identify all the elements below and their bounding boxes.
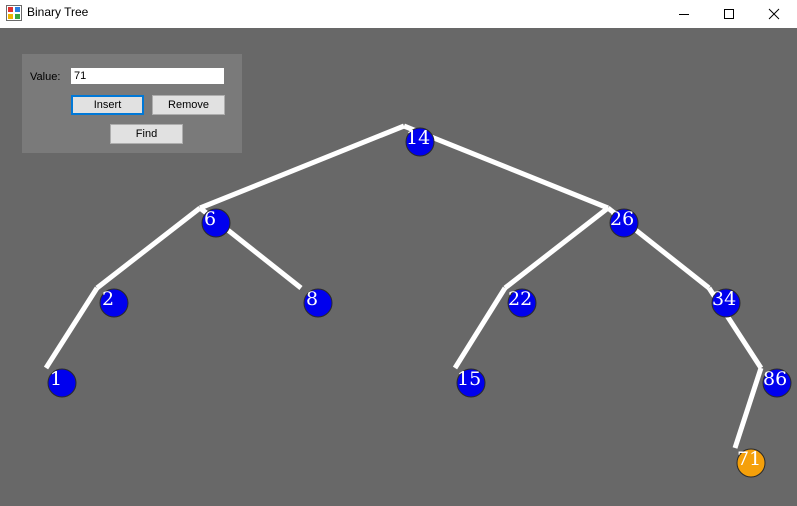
node-circle [609, 208, 639, 238]
node-label: 2 [102, 288, 114, 310]
node-circle [507, 288, 537, 318]
maximize-button[interactable] [706, 0, 752, 27]
find-button[interactable]: Find [110, 124, 183, 144]
tree-edge [95, 206, 202, 290]
node-circle [99, 288, 129, 318]
node-circle [711, 288, 741, 318]
tree-edge [43, 286, 100, 370]
tree-canvas: 14 6 26 2 8 22 34 1 15 86 71 Value: Insert Remove … [0, 28, 797, 506]
node-circle [762, 368, 792, 398]
value-label: Value: [30, 71, 61, 83]
close-button[interactable] [751, 0, 797, 27]
tree-drawing: 14 6 26 2 8 22 34 1 15 86 71 [43, 123, 792, 478]
tree-edge [452, 286, 508, 370]
node-label: 1 [50, 368, 62, 390]
tree-node-86: 86 [762, 368, 792, 398]
node-circle [736, 448, 766, 478]
node-circle [201, 208, 231, 238]
node-label: 71 [737, 448, 761, 470]
tree-node-2: 2 [99, 288, 129, 318]
tree-node-1: 1 [47, 368, 77, 398]
minimize-icon [679, 14, 689, 15]
node-circle [456, 368, 486, 398]
tree-node-8: 8 [303, 288, 333, 318]
node-label: 8 [306, 288, 318, 310]
tree-node-15: 15 [456, 368, 486, 398]
title-bar[interactable]: Binary Tree [0, 0, 797, 27]
node-label: 14 [406, 127, 430, 149]
minimize-button[interactable] [661, 0, 707, 27]
node-label: 86 [763, 368, 787, 390]
app-icon [6, 5, 22, 21]
nodes-layer: 14 6 26 2 8 22 34 1 15 86 71 [47, 127, 792, 478]
node-label: 6 [204, 208, 216, 230]
tree-edge [503, 206, 610, 290]
node-label: 22 [508, 288, 532, 310]
node-circle [405, 127, 435, 157]
insert-button[interactable]: Insert [71, 95, 144, 115]
tree-node-26: 26 [609, 208, 639, 238]
remove-button[interactable]: Remove [152, 95, 225, 115]
window-title: Binary Tree [27, 5, 89, 19]
node-label: 34 [712, 288, 736, 310]
value-input[interactable] [70, 67, 225, 85]
tree-node-22: 22 [507, 288, 537, 318]
node-label: 15 [457, 368, 481, 390]
maximize-icon [724, 9, 734, 19]
node-label: 26 [610, 208, 634, 230]
tree-node-71: 71 [736, 448, 766, 478]
tree-edge [732, 367, 764, 449]
tree-node-34: 34 [711, 288, 741, 318]
close-icon [768, 8, 780, 20]
node-circle [47, 368, 77, 398]
node-circle [303, 288, 333, 318]
control-panel: Value: Insert Remove Find [22, 54, 242, 153]
tree-edge [403, 123, 609, 211]
tree-edge [199, 123, 405, 211]
edges-layer [43, 123, 764, 449]
tree-node-14: 14 [405, 127, 435, 157]
tree-node-6: 6 [201, 208, 231, 238]
